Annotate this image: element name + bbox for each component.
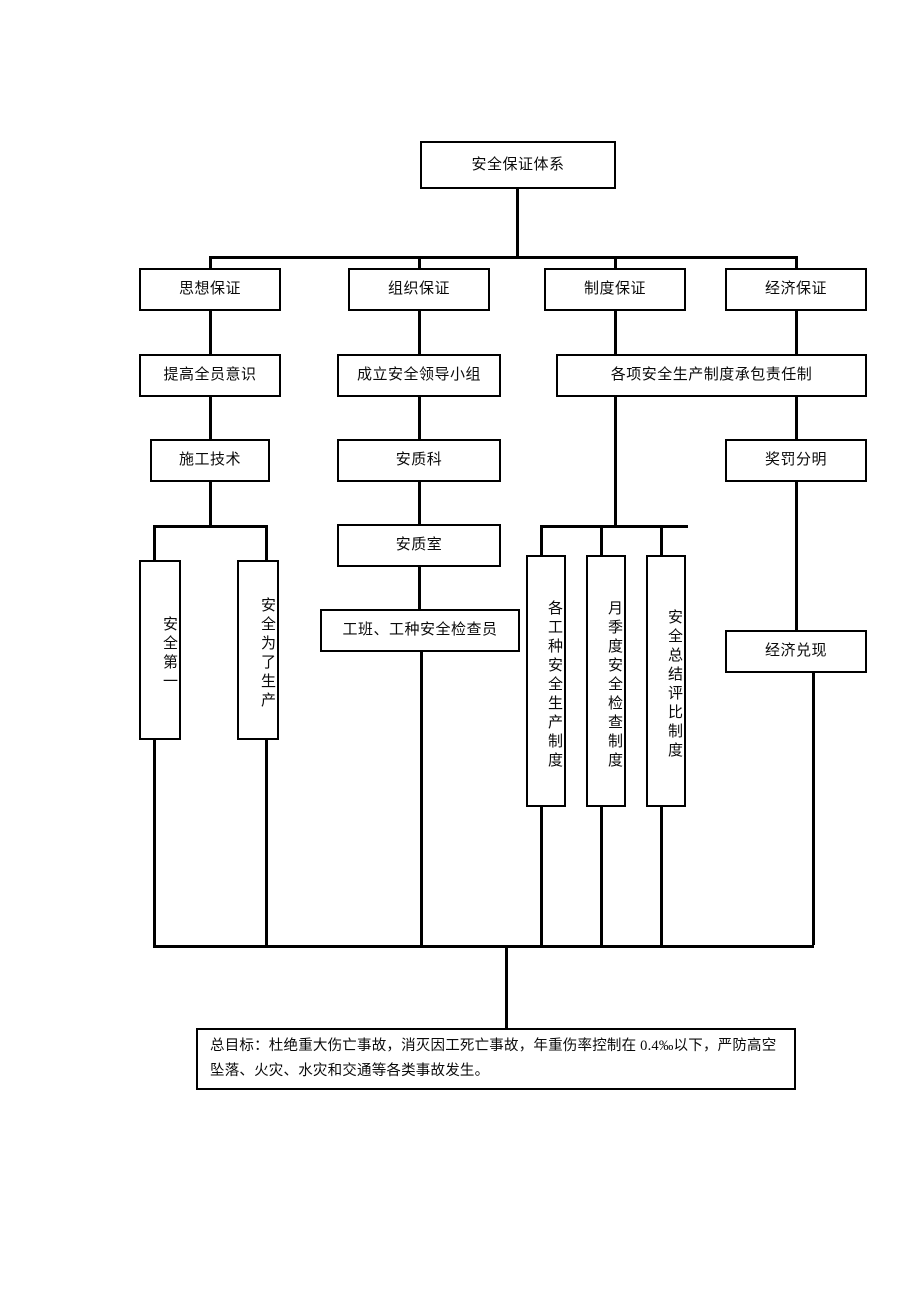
node-safety-quality-department[interactable]: 安质科 [337, 439, 501, 482]
node-raise-全员-awareness[interactable]: 提高全员意识 [139, 354, 281, 397]
connector-constech-stem [209, 482, 212, 525]
connector-safety-first-to-goalbus [153, 740, 156, 945]
connector-constech-bus [153, 525, 267, 528]
connector-monthly-system-to-goalbus [600, 807, 603, 945]
connector-bus-to-pillar-3 [614, 256, 617, 268]
node-root-safety-assurance-system[interactable]: 安全保证体系 [420, 141, 616, 189]
connector-safety-office-to-inspectors [418, 567, 421, 609]
connector-responsibility-to-system-bus [614, 397, 617, 525]
connector-responsibility-to-reward-punish [795, 397, 798, 439]
node-pillar-economy[interactable]: 经济保证 [725, 268, 867, 311]
connector-awareness-to-construction-tech [209, 397, 212, 439]
connector-bus-to-monthly-inspection-system [600, 525, 603, 555]
connector-bus-to-pillar-2 [418, 256, 421, 268]
connector-bus-to-summary-evaluation-system [660, 525, 663, 555]
node-construction-technology[interactable]: 施工技术 [150, 439, 270, 482]
connector-organization-to-leadgroup [418, 311, 421, 354]
connector-economy-to-responsibility [795, 311, 798, 354]
connector-inspectors-to-goalbus [420, 652, 423, 945]
node-pillar-organization[interactable]: 组织保证 [348, 268, 490, 311]
node-safety-summary-evaluation-system[interactable]: 安全总结评比制度 [646, 555, 686, 807]
connector-bus-to-safety-for-production [265, 525, 268, 560]
node-pillar-system[interactable]: 制度保证 [544, 268, 686, 311]
connector-trade-system-to-goalbus [540, 807, 543, 945]
node-team-and-trade-safety-inspectors[interactable]: 工班、工种安全检查员 [320, 609, 520, 652]
node-pillar-ideology[interactable]: 思想保证 [139, 268, 281, 311]
node-safety-first[interactable]: 安全第一 [139, 560, 181, 740]
connector-bus-to-safety-first [153, 525, 156, 560]
connector-system-bus [540, 525, 688, 528]
node-reward-and-punishment[interactable]: 奖罚分明 [725, 439, 867, 482]
node-establish-safety-leading-group[interactable]: 成立安全领导小组 [337, 354, 501, 397]
connector-economic-payout-to-goalbus [812, 673, 815, 945]
node-safety-quality-office[interactable]: 安质室 [337, 524, 501, 567]
connector-pillar-bus [209, 256, 798, 259]
connector-bus-to-trade-safety-system [540, 525, 543, 555]
connector-safety-dept-to-safety-office [418, 482, 421, 524]
node-safety-production-contract-responsibility[interactable]: 各项安全生产制度承包责任制 [556, 354, 867, 397]
connector-goalbus-to-goal [505, 945, 508, 1028]
node-safety-for-production[interactable]: 安全为了生产 [237, 560, 279, 740]
node-overall-goal[interactable]: 总目标：杜绝重大伤亡事故，消灭因工死亡事故，年重伤率控制在 0.4‰以下，严防高… [196, 1028, 796, 1090]
node-monthly-quarterly-safety-inspection-system[interactable]: 月季度安全检查制度 [586, 555, 626, 807]
connector-reward-to-economic-payout [795, 482, 798, 630]
connector-summary-system-to-goalbus [660, 807, 663, 945]
connector-root-stem [516, 189, 519, 256]
connector-safety-for-production-to-goalbus [265, 740, 268, 945]
connector-ideology-to-awareness [209, 311, 212, 354]
connector-goal-bus [153, 945, 814, 948]
connector-leadgroup-to-safety-dept [418, 397, 421, 439]
node-trade-safety-production-system[interactable]: 各工种安全生产制度 [526, 555, 566, 807]
node-economic-payout[interactable]: 经济兑现 [725, 630, 867, 673]
connector-bus-to-pillar-4 [795, 256, 798, 268]
connector-system-to-responsibility [614, 311, 617, 354]
connector-bus-to-pillar-1 [209, 256, 212, 268]
